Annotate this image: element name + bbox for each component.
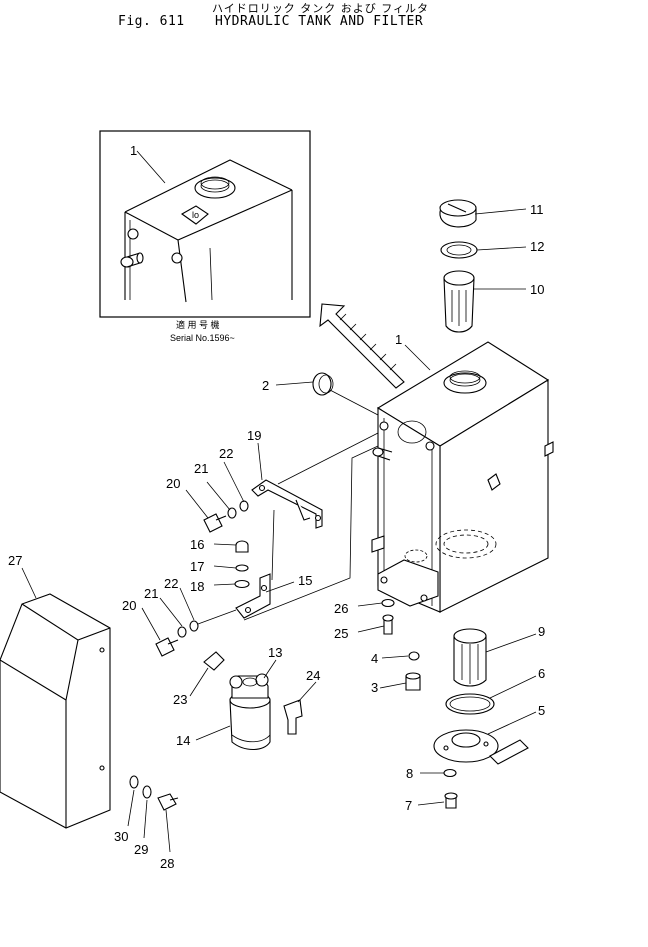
strainer <box>443 270 475 333</box>
callout-27: 27 <box>8 553 22 568</box>
o-ring-4 <box>408 651 420 661</box>
washer-21-upper <box>227 507 237 519</box>
japanese-title: ハイドロリック タンク および フィルタ <box>212 2 430 15</box>
figure-label: Fig. 611 <box>118 14 185 29</box>
callout-20-lower: 20 <box>122 598 136 613</box>
bolt-25 <box>382 614 394 635</box>
drain-plug-3 <box>405 672 421 691</box>
leader-lines <box>21 208 537 853</box>
bolt-7 <box>444 792 458 809</box>
callout-22-upper: 22 <box>219 446 233 461</box>
callout-10: 10 <box>530 282 544 297</box>
callout-26: 26 <box>334 601 348 616</box>
washer-29 <box>142 785 152 799</box>
bracket-19 <box>251 479 323 529</box>
washer-22-upper <box>239 500 249 512</box>
inset-panel: lo <box>99 130 311 318</box>
callout-24: 24 <box>306 668 320 683</box>
bolt-20-upper <box>203 513 227 533</box>
filter-element <box>453 628 487 687</box>
o-ring-12 <box>440 241 478 259</box>
hydraulic-tank <box>371 341 554 613</box>
callout-1: 1 <box>395 332 402 347</box>
gasket-6 <box>445 693 495 715</box>
callout-13: 13 <box>268 645 282 660</box>
elbow-24 <box>283 699 303 735</box>
callout-21-upper: 21 <box>194 461 208 476</box>
callout-12: 12 <box>530 239 544 254</box>
bolt-16 <box>235 540 249 553</box>
figure-title: HYDRAULIC TANK AND FILTER <box>215 14 424 29</box>
callout-numbers: 11 12 10 1 2 19 22 21 20 16 17 18 15 22 … <box>8 202 545 871</box>
callout-6: 6 <box>538 666 545 681</box>
bolt-28 <box>157 793 179 811</box>
callout-29: 29 <box>134 842 148 857</box>
callout-22-lower: 22 <box>164 576 178 591</box>
washer-22-lower <box>189 620 199 632</box>
serial-text: Serial No.1596~ <box>170 333 235 343</box>
callout-14: 14 <box>176 733 190 748</box>
washer-17 <box>235 564 249 572</box>
callout-18: 18 <box>190 579 204 594</box>
callout-25: 25 <box>334 626 348 641</box>
hatched-arrow-icon <box>319 303 405 389</box>
serial-jp: 適 用 号 機 <box>176 319 220 330</box>
filler-cap <box>439 199 477 228</box>
svg-text:lo: lo <box>192 210 199 220</box>
callout-4: 4 <box>371 651 378 666</box>
cover <box>0 593 111 829</box>
callout-19: 19 <box>247 428 261 443</box>
callout-23: 23 <box>173 692 187 707</box>
callout-5: 5 <box>538 703 545 718</box>
callout-17: 17 <box>190 559 204 574</box>
inset-callout-1: 1 <box>130 143 137 158</box>
callout-15: 15 <box>298 573 312 588</box>
callout-3: 3 <box>371 680 378 695</box>
washer-26 <box>381 598 395 608</box>
line-filter <box>229 673 271 751</box>
washer-8 <box>443 768 457 778</box>
callout-21-lower: 21 <box>144 586 158 601</box>
washer-18 <box>234 579 250 589</box>
filter-cover-5 <box>433 729 529 765</box>
callout-2: 2 <box>262 378 269 393</box>
washer-21-lower <box>177 626 187 638</box>
washer-30 <box>129 775 139 789</box>
callout-11: 11 <box>530 202 544 217</box>
bracket-15 <box>235 573 271 619</box>
callout-8: 8 <box>406 766 413 781</box>
callout-9: 9 <box>538 624 545 639</box>
plug <box>312 372 334 396</box>
callout-7: 7 <box>405 798 412 813</box>
bolt-20-lower <box>155 637 179 657</box>
callout-28: 28 <box>160 856 174 871</box>
elbow-23 <box>203 651 225 671</box>
callout-30: 30 <box>114 829 128 844</box>
callout-16: 16 <box>190 537 204 552</box>
callout-20-upper: 20 <box>166 476 180 491</box>
